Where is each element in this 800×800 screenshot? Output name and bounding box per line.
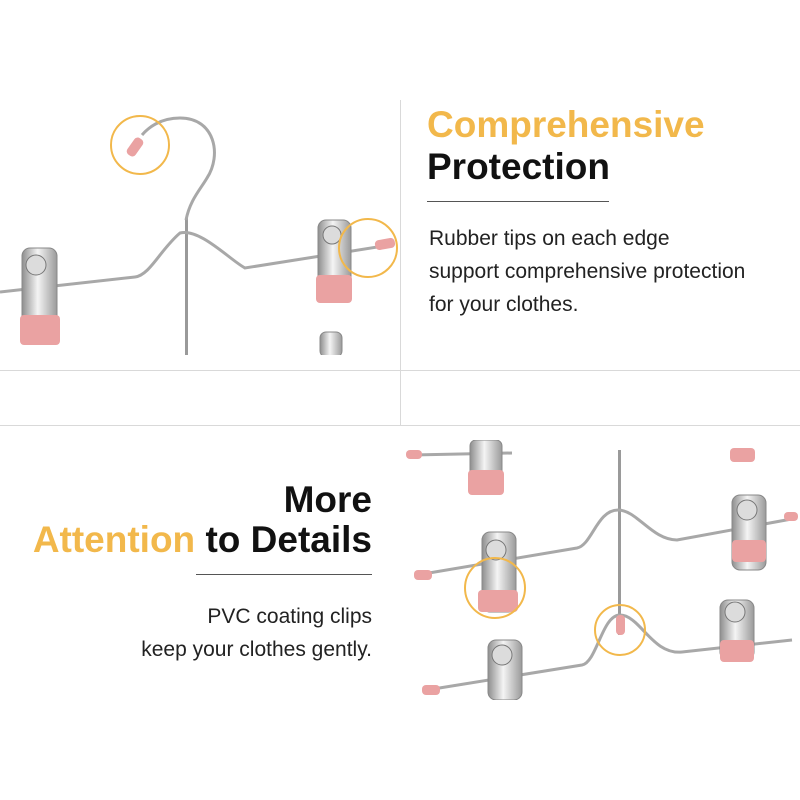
top-description-line: Rubber tips on each edge [429, 227, 670, 250]
heading-attention: Attention [32, 519, 196, 560]
heading-comprehensive: Comprehensive [427, 104, 705, 145]
hanger-rubber-tips-photo [0, 100, 400, 355]
divider-horizontal-2 [0, 425, 800, 426]
bottom-rule [196, 574, 372, 575]
top-description-line: support comprehensive protection [429, 260, 746, 283]
top-description: Rubber tips on each edge support compreh… [429, 222, 745, 321]
bottom-description-line: PVC coating clips [207, 605, 372, 628]
hanger-pvc-clips-photo [402, 440, 800, 700]
divider-horizontal-1 [0, 370, 800, 371]
divider-vertical-top [400, 100, 401, 425]
heading-protection: Protection [427, 146, 610, 187]
top-rule [427, 201, 609, 202]
top-description-line: for your clothes. [429, 293, 579, 316]
heading-to-details: to Details [195, 519, 372, 560]
bottom-description: PVC coating clips keep your clothes gent… [141, 600, 372, 666]
heading-more: More [283, 479, 372, 520]
bottom-description-line: keep your clothes gently. [141, 638, 372, 661]
heading-attention-to-details: Attention to Details [33, 521, 372, 558]
